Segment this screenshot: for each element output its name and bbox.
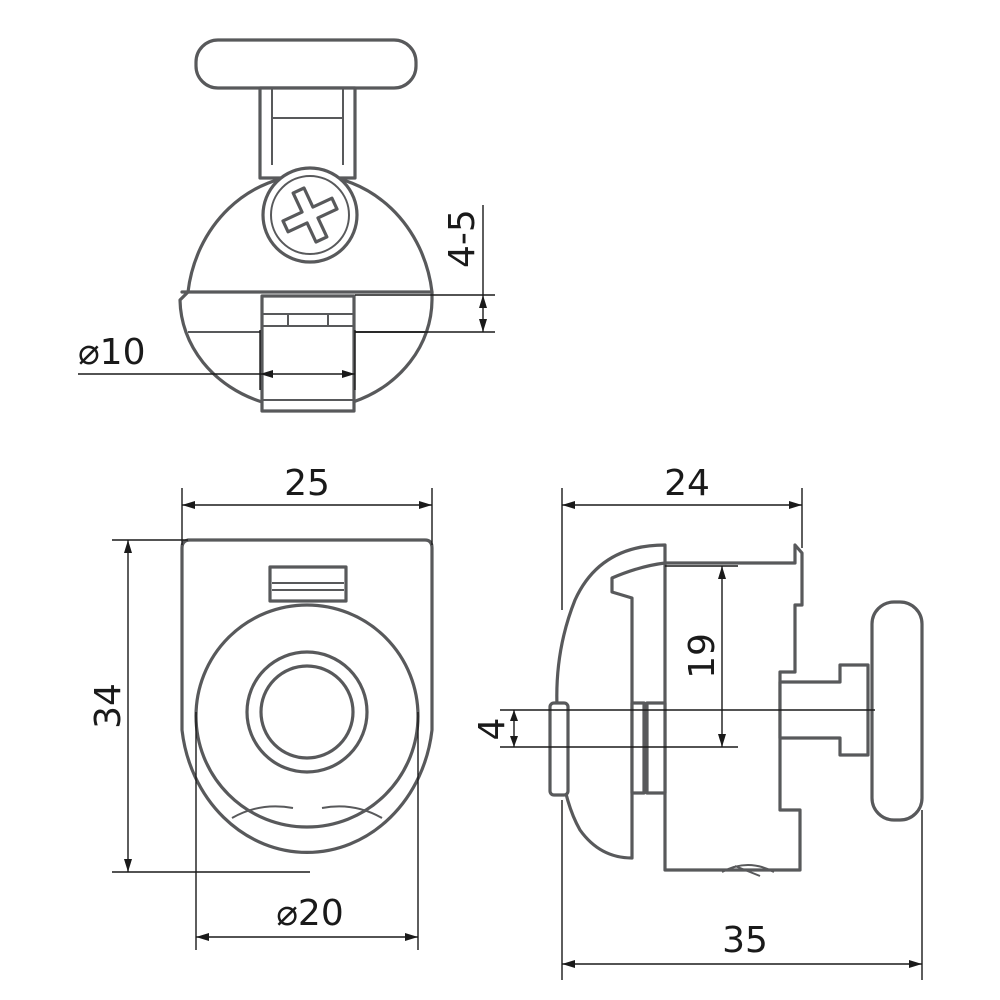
top-knob-stem — [258, 86, 357, 180]
label-hole-diameter: ⌀10 — [78, 332, 145, 373]
side-axle-collar — [645, 701, 667, 795]
side-knob-head — [870, 600, 924, 822]
dimension-side-total-length: 35 — [561, 800, 923, 980]
label-wheel-diameter: ⌀20 — [276, 893, 343, 934]
side-view: 24 19 4 35 — [472, 463, 924, 980]
dimension-front-width: 25 — [181, 463, 433, 545]
label-side-inner-height: 19 — [682, 633, 723, 679]
label-side-width: 24 — [664, 463, 710, 504]
dimension-side-axle: 4 — [472, 709, 875, 748]
front-wheel-bore — [259, 664, 355, 760]
top-body — [178, 173, 434, 404]
label-front-height: 34 — [88, 683, 129, 729]
top-view: 4-5 ⌀10 — [78, 38, 495, 413]
side-axle-washer — [630, 701, 646, 795]
label-side-axle: 4 — [472, 718, 513, 741]
label-front-width: 25 — [284, 463, 330, 504]
label-side-total-length: 35 — [722, 920, 768, 961]
dimension-wheel-diameter: ⌀20 — [195, 712, 419, 950]
side-axle-left — [548, 701, 570, 797]
dimension-side-width: 24 — [561, 463, 803, 610]
phillips-screw-icon — [261, 166, 359, 264]
dimension-side-inner-height: 19 — [640, 565, 738, 748]
front-view: 25 34 ⌀20 — [88, 463, 434, 950]
top-knob-head — [194, 38, 418, 90]
dimension-front-height: 34 — [88, 539, 310, 873]
top-hub — [260, 294, 356, 413]
label-depth: 4-5 — [442, 209, 483, 268]
dimension-depth: 4-5 — [355, 205, 495, 333]
dimension-hole-diameter: ⌀10 — [78, 330, 356, 390]
side-body — [663, 543, 804, 872]
